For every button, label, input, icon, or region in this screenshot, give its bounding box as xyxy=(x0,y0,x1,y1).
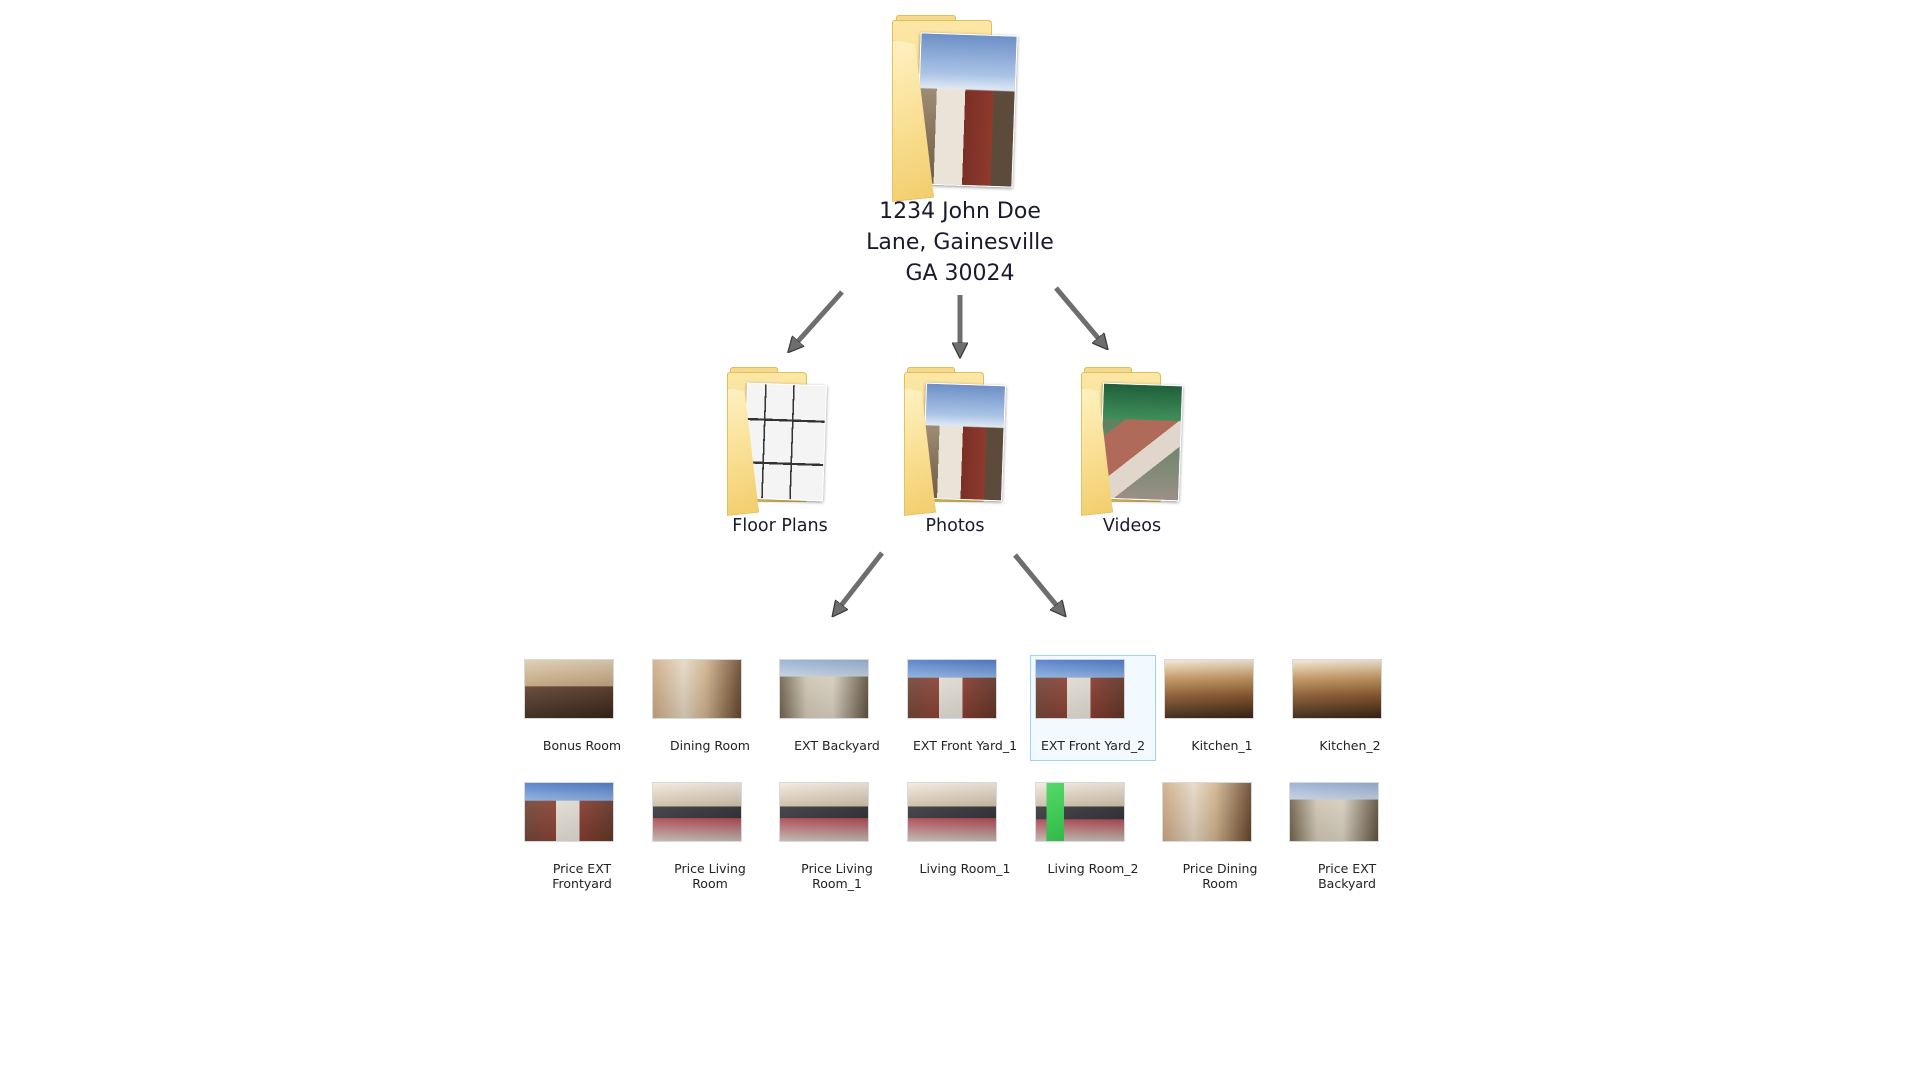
photo-label: EXT Front Yard_1 xyxy=(912,738,1018,753)
photo-label: Living Room_2 xyxy=(1047,861,1139,876)
photo-label: Price EXT Frontyard xyxy=(552,861,612,891)
arrow-to-floor-plans xyxy=(792,290,844,348)
photo-thumb-kitchen-1[interactable] xyxy=(1165,660,1253,718)
photo-thumb-price-living-room[interactable] xyxy=(653,783,741,841)
photo-thumb-ext-front-yard-2[interactable] xyxy=(1036,660,1124,718)
photo-label: Price Living Room xyxy=(674,861,746,891)
folder-video-icon xyxy=(1099,382,1183,502)
photo-label: Bonus Room xyxy=(542,738,622,753)
photo-thumb-price-ext-frontyard[interactable] xyxy=(525,783,613,841)
photo-thumb-living-room-2[interactable] xyxy=(1036,783,1124,841)
subfolder-floor-plans[interactable] xyxy=(727,367,827,502)
subfolder-label-floor-plans: Floor Plans xyxy=(732,516,828,536)
arrow-to-videos xyxy=(1054,286,1104,345)
photo-thumb-ext-front-yard-1[interactable] xyxy=(908,660,996,718)
arrow-to-photos-left xyxy=(836,551,884,612)
photo-label: Kitchen_1 xyxy=(1191,738,1253,753)
photo-label: Living Room_1 xyxy=(919,861,1011,876)
photo-thumb-dining-room[interactable] xyxy=(653,660,741,718)
photo-label: Kitchen_2 xyxy=(1319,738,1381,753)
root-folder-label: 1234 John Doe Lane, Gainesville GA 30024 xyxy=(866,199,1054,286)
subfolder-label-photos: Photos xyxy=(925,516,985,536)
photo-thumb-price-living-room-1[interactable] xyxy=(780,783,868,841)
photo-label: EXT Backyard xyxy=(794,738,880,753)
folder-floorplan-icon xyxy=(743,382,827,502)
folder-photo-icon xyxy=(915,32,1018,188)
photo-thumb-bonus-room[interactable] xyxy=(525,660,613,718)
arrow-to-photos-right xyxy=(1013,553,1062,612)
photo-thumb-price-dining-room[interactable] xyxy=(1163,783,1251,841)
photo-label: EXT Front Yard_2 xyxy=(1040,738,1146,753)
photo-thumb-kitchen-2[interactable] xyxy=(1293,660,1381,718)
photo-label: Price Living Room_1 xyxy=(801,861,873,891)
photo-label: Dining Room xyxy=(670,738,750,753)
photo-thumb-living-room-1[interactable] xyxy=(908,783,996,841)
photo-label: Price Dining Room xyxy=(1182,861,1258,891)
folder-photo-icon xyxy=(922,382,1006,502)
subfolder-photos[interactable] xyxy=(904,367,1006,502)
photo-thumb-ext-backyard[interactable] xyxy=(780,660,868,718)
root-folder[interactable] xyxy=(892,15,1018,188)
subfolder-label-videos: Videos xyxy=(1102,516,1162,536)
photo-thumb-price-ext-backyard[interactable] xyxy=(1290,783,1378,841)
subfolder-videos[interactable] xyxy=(1081,367,1183,502)
photo-label: Price EXT Backyard xyxy=(1317,861,1377,891)
